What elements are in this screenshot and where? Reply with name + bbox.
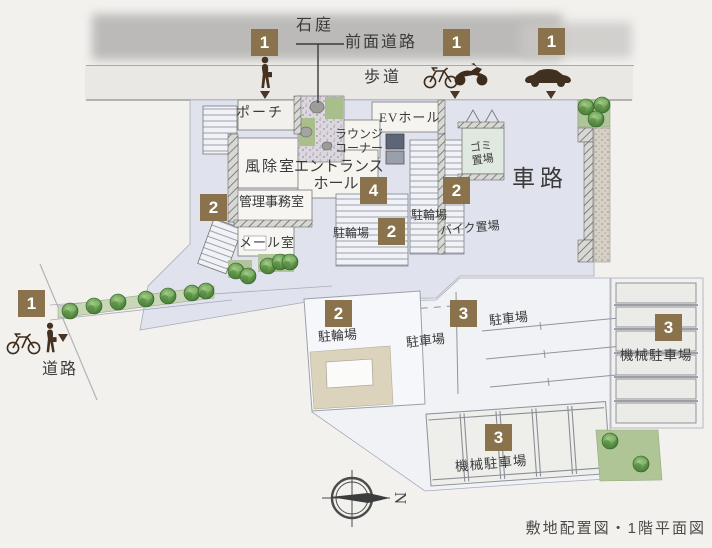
east-wall-gravel	[577, 127, 611, 263]
entrance-hall-label: エントランス ホール	[294, 159, 384, 193]
mechanical-parking-east-label: 機械駐車場	[620, 348, 693, 363]
sidewalk-label: 歩道	[364, 69, 403, 86]
front-road-band	[92, 14, 632, 60]
garbage-area-label: ゴミ 置場	[469, 139, 495, 168]
person-icon	[261, 56, 272, 88]
bicycle-parking-south-block	[303, 290, 426, 412]
bicycle-parking-right-label: 駐輪場	[411, 208, 448, 222]
motorcycle-icon	[454, 63, 488, 86]
road-south-label: 道路	[42, 361, 79, 378]
person-south-icon	[46, 322, 57, 353]
porch-label: ポーチ	[236, 106, 284, 121]
rock-garden-leader-line	[296, 43, 344, 103]
building-south-bushes	[227, 253, 299, 285]
management-office-label: 管理事務室	[239, 194, 305, 209]
front-road-label: 前面道路	[345, 34, 418, 51]
planting-northeast	[577, 96, 611, 128]
hedge-row	[49, 282, 333, 321]
compass-icon	[322, 470, 390, 527]
marker-bicycle-south: 2	[325, 300, 352, 327]
marker-rack-center: 2	[378, 218, 405, 245]
windbreak-room-label: 風除室	[245, 159, 297, 175]
entry-triangle-walk	[260, 91, 270, 99]
rock-garden	[297, 95, 345, 163]
marker-front-car: 1	[538, 28, 565, 55]
marker-entrance-hall: 4	[360, 177, 387, 204]
marker-mech-east: 3	[655, 314, 682, 341]
entry-triangle-cycle	[450, 91, 460, 99]
mechanical-parking-south	[425, 401, 612, 487]
bicycle-parking-south-label: 駐輪場	[317, 326, 358, 345]
bicycle-south-icon	[6, 333, 41, 355]
marker-front-walk: 1	[251, 29, 278, 56]
rock-garden-label: 石庭	[296, 17, 335, 34]
lounge-corner-label: ラウンジ コーナー	[334, 127, 383, 155]
bicycle-parking-center-label: 駐輪場	[333, 226, 370, 240]
planting-southeast	[595, 429, 663, 482]
marker-south-road: 1	[18, 290, 45, 317]
marker-office-side: 2	[200, 194, 227, 221]
mail-room-label: メール室	[239, 235, 296, 250]
plan-caption: 敷地配置図・1階平面図	[525, 520, 706, 537]
north-letter: N	[391, 491, 411, 505]
marker-bike-right: 2	[443, 177, 470, 204]
marker-car-parking: 3	[450, 300, 477, 327]
entry-triangle-south	[58, 334, 68, 342]
driveway-label: 車路	[512, 166, 568, 191]
marker-front-cycle: 1	[443, 29, 470, 56]
mechanical-parking-east	[610, 277, 704, 429]
car-icon	[525, 69, 571, 87]
ev-hall-label: EVホール	[379, 110, 441, 125]
marker-mech-south: 3	[485, 424, 512, 451]
garbage-room	[457, 109, 505, 181]
south-road-boundary	[39, 263, 98, 401]
entry-triangle-car	[546, 91, 556, 99]
